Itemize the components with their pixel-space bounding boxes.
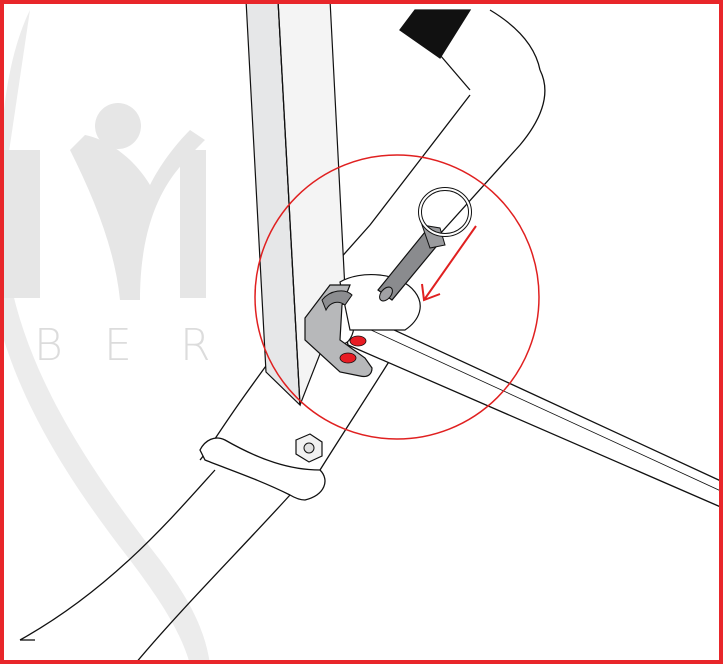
pin-hole-lower [339, 352, 357, 364]
main-tube-inner-curve [439, 54, 471, 91]
collar-band [199, 437, 326, 501]
pin-tip [379, 286, 393, 302]
watermark-bar-2 [180, 150, 206, 298]
watermark: B E R [0, 10, 211, 664]
watermark-head [95, 103, 141, 149]
watermark-letter-b: B [34, 320, 63, 371]
watermark-bar-1 [0, 150, 40, 298]
arrow-down-left-icon [421, 225, 477, 302]
cross-tube-body [339, 303, 723, 509]
pin-hole-upper [349, 335, 367, 347]
watermark-letter-r: R [180, 320, 211, 371]
cross-tube-highlight [344, 317, 723, 493]
tube-collar [199, 433, 326, 501]
lower-tube-lower-1 [19, 469, 216, 641]
locking-pin-icon [377, 187, 472, 302]
bracket-curve [321, 290, 353, 312]
bracket-body [304, 284, 373, 378]
hex-nut-icon [295, 433, 323, 463]
mounting-bracket [304, 284, 373, 378]
lower-tube-lower-2 [134, 494, 291, 664]
lower-tube-edge-2 [319, 359, 391, 471]
callout-circle [254, 154, 540, 440]
handle-grip [399, 9, 472, 59]
cross-tube [329, 303, 723, 509]
main-tube-inner [329, 94, 471, 271]
mounting-plate [339, 273, 421, 331]
watermark-letter-e: E [104, 320, 132, 371]
main-tube-outer [394, 69, 546, 296]
main-tube-top [489, 9, 541, 71]
watermark-figure [70, 130, 205, 300]
main-frame-tube [329, 9, 546, 296]
